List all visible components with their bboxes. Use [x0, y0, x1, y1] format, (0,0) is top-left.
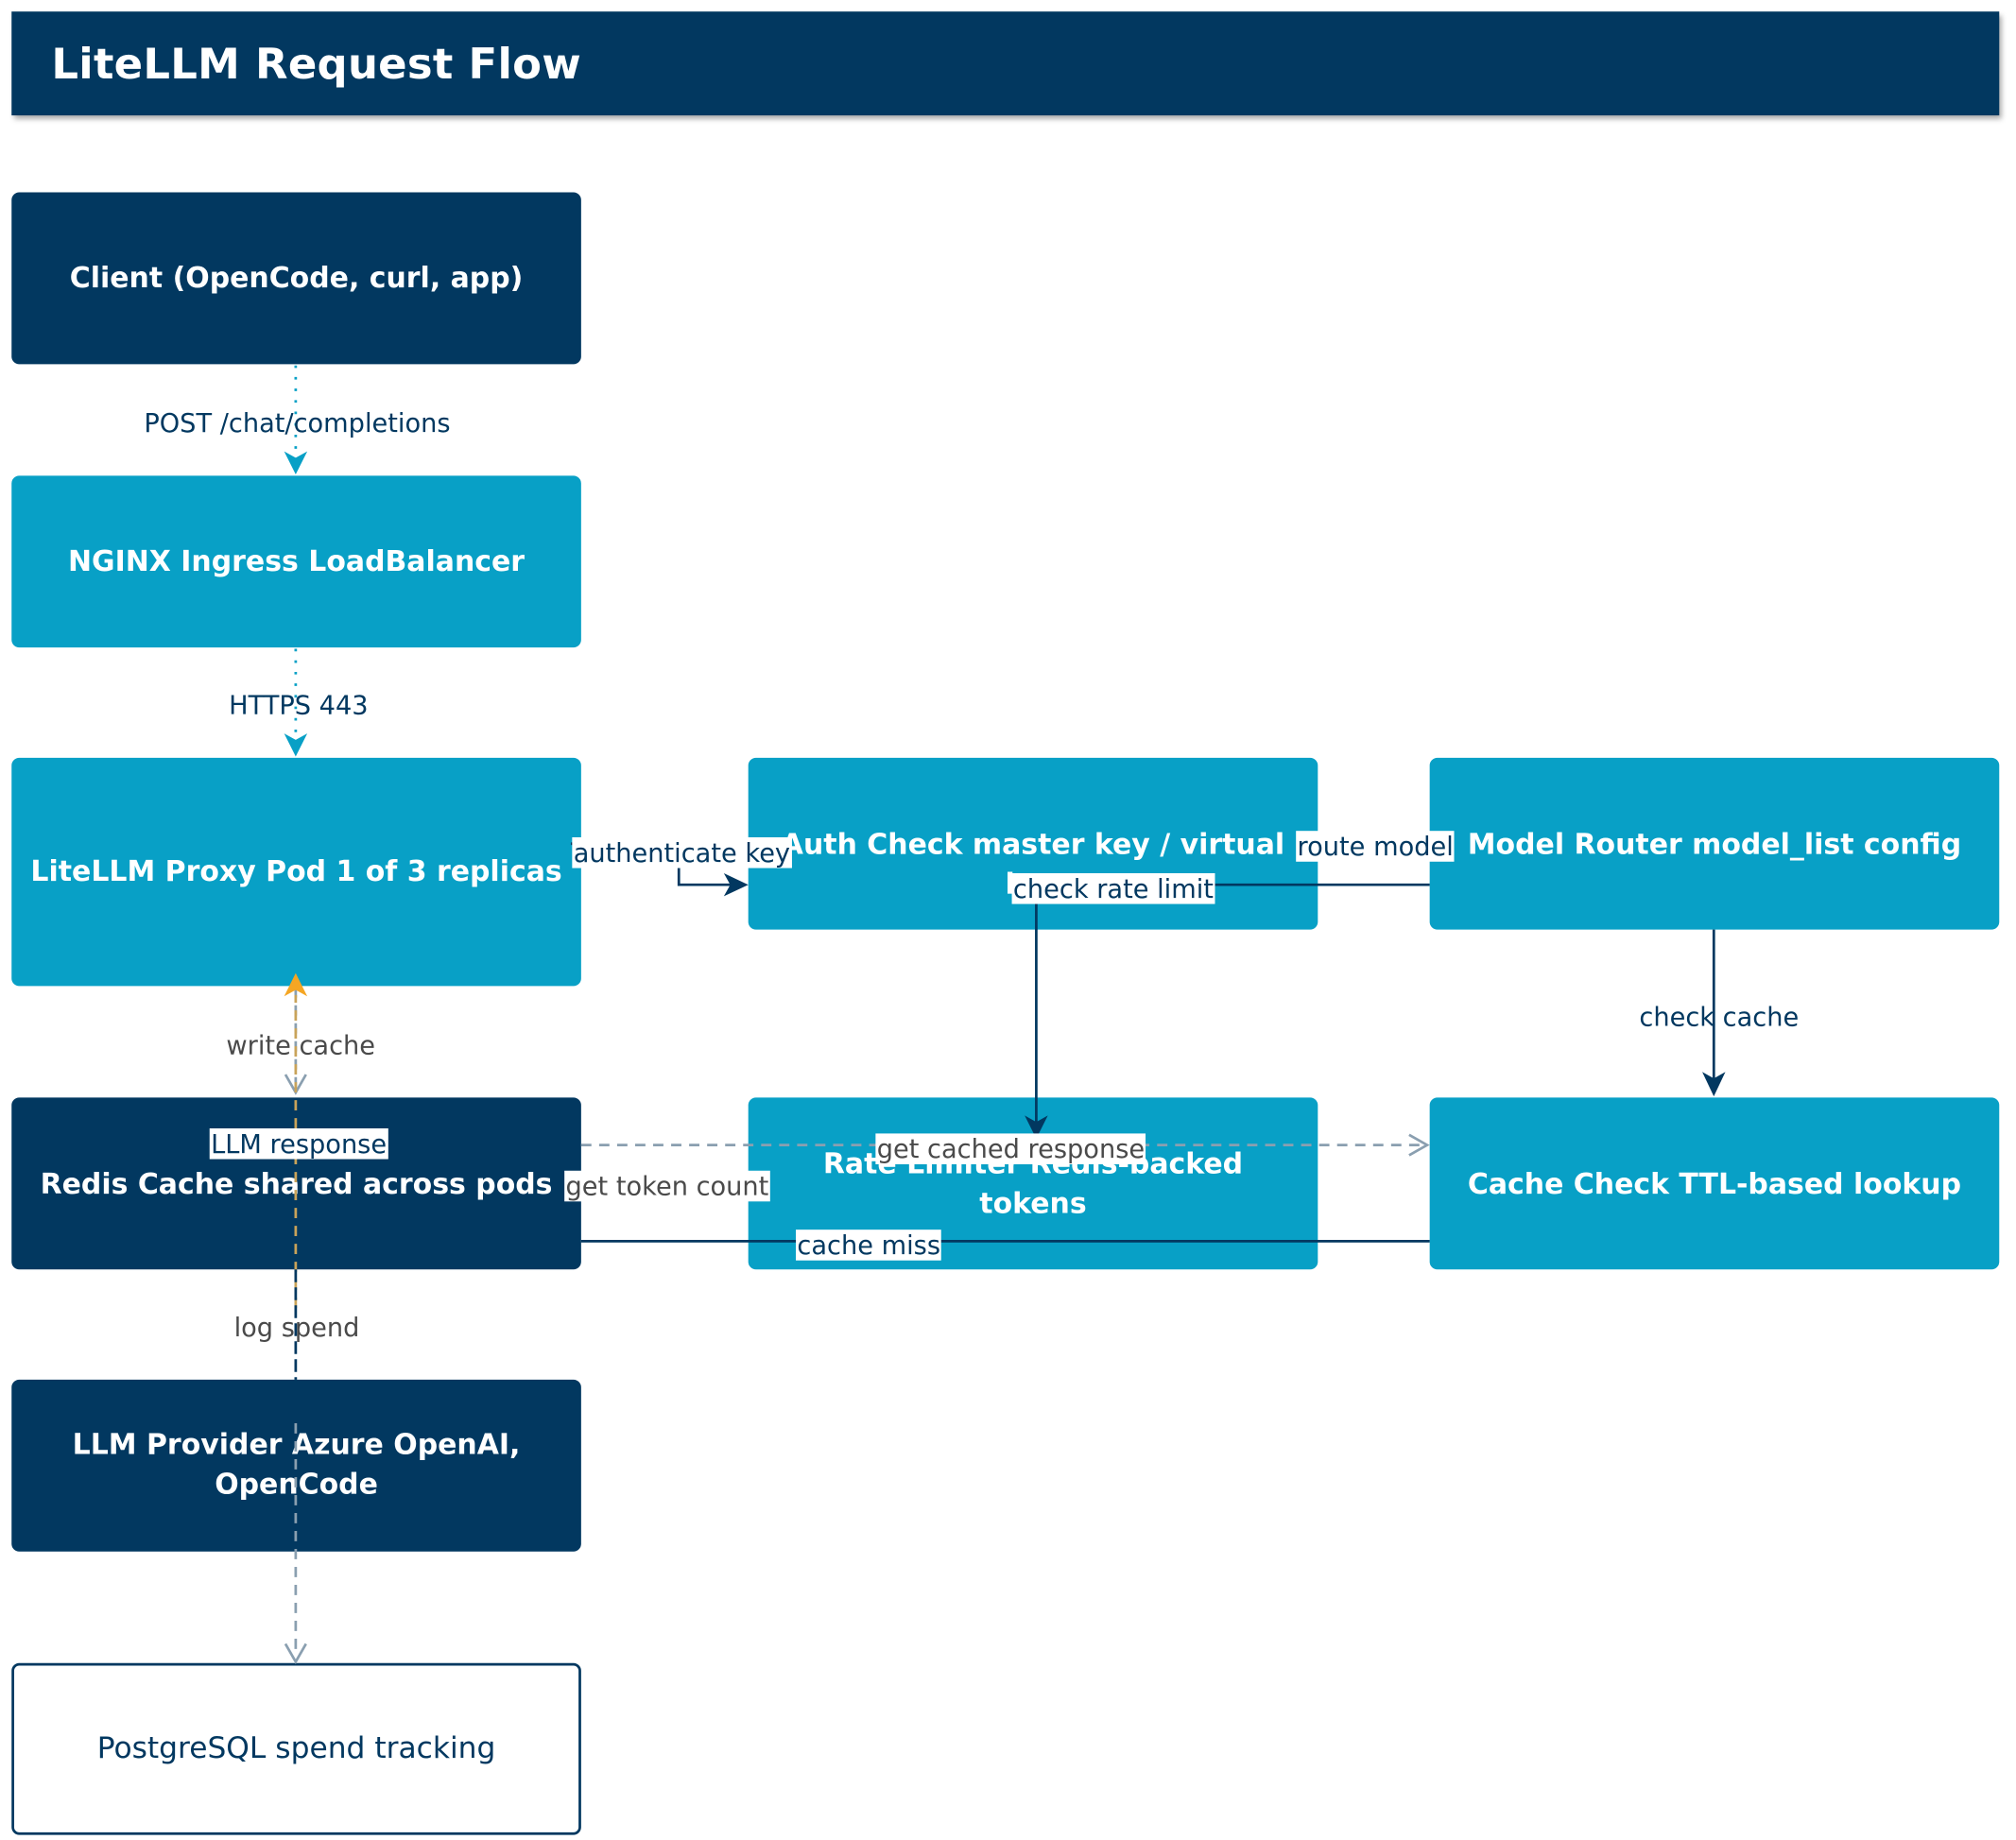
- edge-label-post-chat: POST /chat/completions: [144, 407, 451, 439]
- edge-label-check-rate-limit: check rate limit: [1011, 872, 1215, 904]
- arrowhead-nginx-to-proxy: [284, 733, 308, 757]
- node-model-router: Model Router model_list config: [1429, 757, 2000, 930]
- edge-label-log-spend: log spend: [233, 1312, 360, 1343]
- edge-label-get-token-count: get token count: [564, 1170, 770, 1202]
- edge-label-write-cache: write cache: [226, 1029, 376, 1061]
- node-litellm-proxy: LiteLLM Proxy Pod 1 of 3 replicas: [11, 757, 581, 987]
- edge-label-check-cache: check cache: [1639, 1001, 1800, 1033]
- edge-label-https: HTTPS 443: [229, 689, 369, 721]
- edge-label-cache-miss: cache miss: [796, 1230, 942, 1261]
- arrowhead-client-to-nginx: [284, 451, 308, 475]
- page-title: LiteLLM Request Flow: [51, 38, 581, 89]
- node-auth-check: Auth Check master key / virtual key: [748, 757, 1318, 930]
- arrowhead-redis-to-cachecheck: [1408, 1133, 1430, 1157]
- arrowhead-router-to-cachecheck: [1702, 1072, 1726, 1097]
- title-bar: LiteLLM Request Flow: [11, 11, 2000, 116]
- edge-label-route-model: route model: [1296, 831, 1456, 862]
- arrowhead-provider-to-proxy: [284, 972, 308, 997]
- arrowhead-proxy-to-auth: [723, 872, 749, 897]
- node-nginx: NGINX Ingress LoadBalancer: [11, 475, 581, 648]
- node-postgresql: PostgreSQL spend tracking: [11, 1662, 581, 1835]
- node-client: Client (OpenCode, curl, app): [11, 192, 581, 365]
- arrowhead-log-spend: [284, 1642, 307, 1665]
- edge-label-llm-response: LLM response: [209, 1127, 388, 1160]
- edge-label-authenticate: authenticate key: [572, 836, 792, 868]
- arrowhead-auth-to-ratelimiter: [1025, 1115, 1048, 1139]
- node-cache-check: Cache Check TTL-based lookup: [1429, 1097, 2000, 1270]
- edge-label-get-cached-response: get cached response: [875, 1133, 1146, 1164]
